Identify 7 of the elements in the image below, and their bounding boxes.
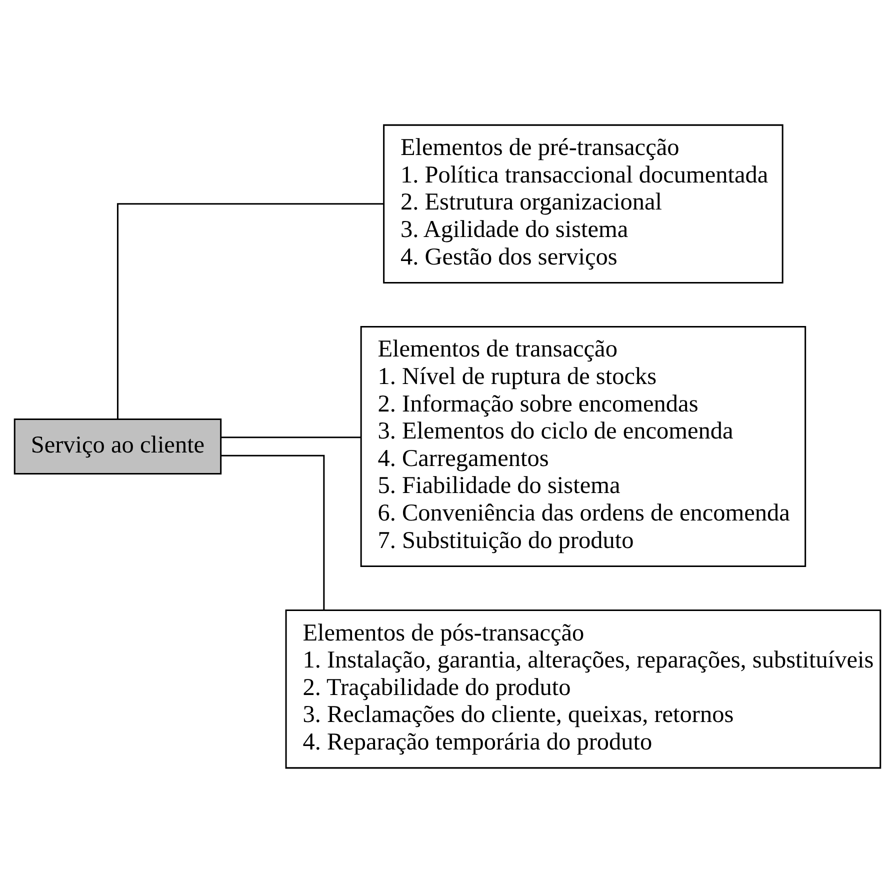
node-box: Elementos de pós-transacção 1. Instalação, garantia, alterações, reparações, substituíveis 2. Traçabilidade do produto 3. Reclamações do cliente, queixas, retornos 4. Reparação temporária do produto <box>285 610 882 769</box>
node-box: Elementos de pré-transacção 1. Política transaccional documentada 2. Estrutura organizacional 3. Agilidade do sistema 4. Gestão dos serviços <box>383 124 784 284</box>
connector <box>221 454 325 610</box>
node-box: Elementos de transacção 1. Nível de ruptura de stocks 2. Informação sobre encomendas 3. Elementos do ciclo de encomenda 4. Carregamentos 5. Fiabilidade do sistema 6. Conveniência das ordens de encomenda 7. Substituição do produto <box>360 326 806 568</box>
node-box: Serviço ao cliente <box>14 418 222 475</box>
connector <box>116 203 384 420</box>
connector <box>221 436 362 438</box>
